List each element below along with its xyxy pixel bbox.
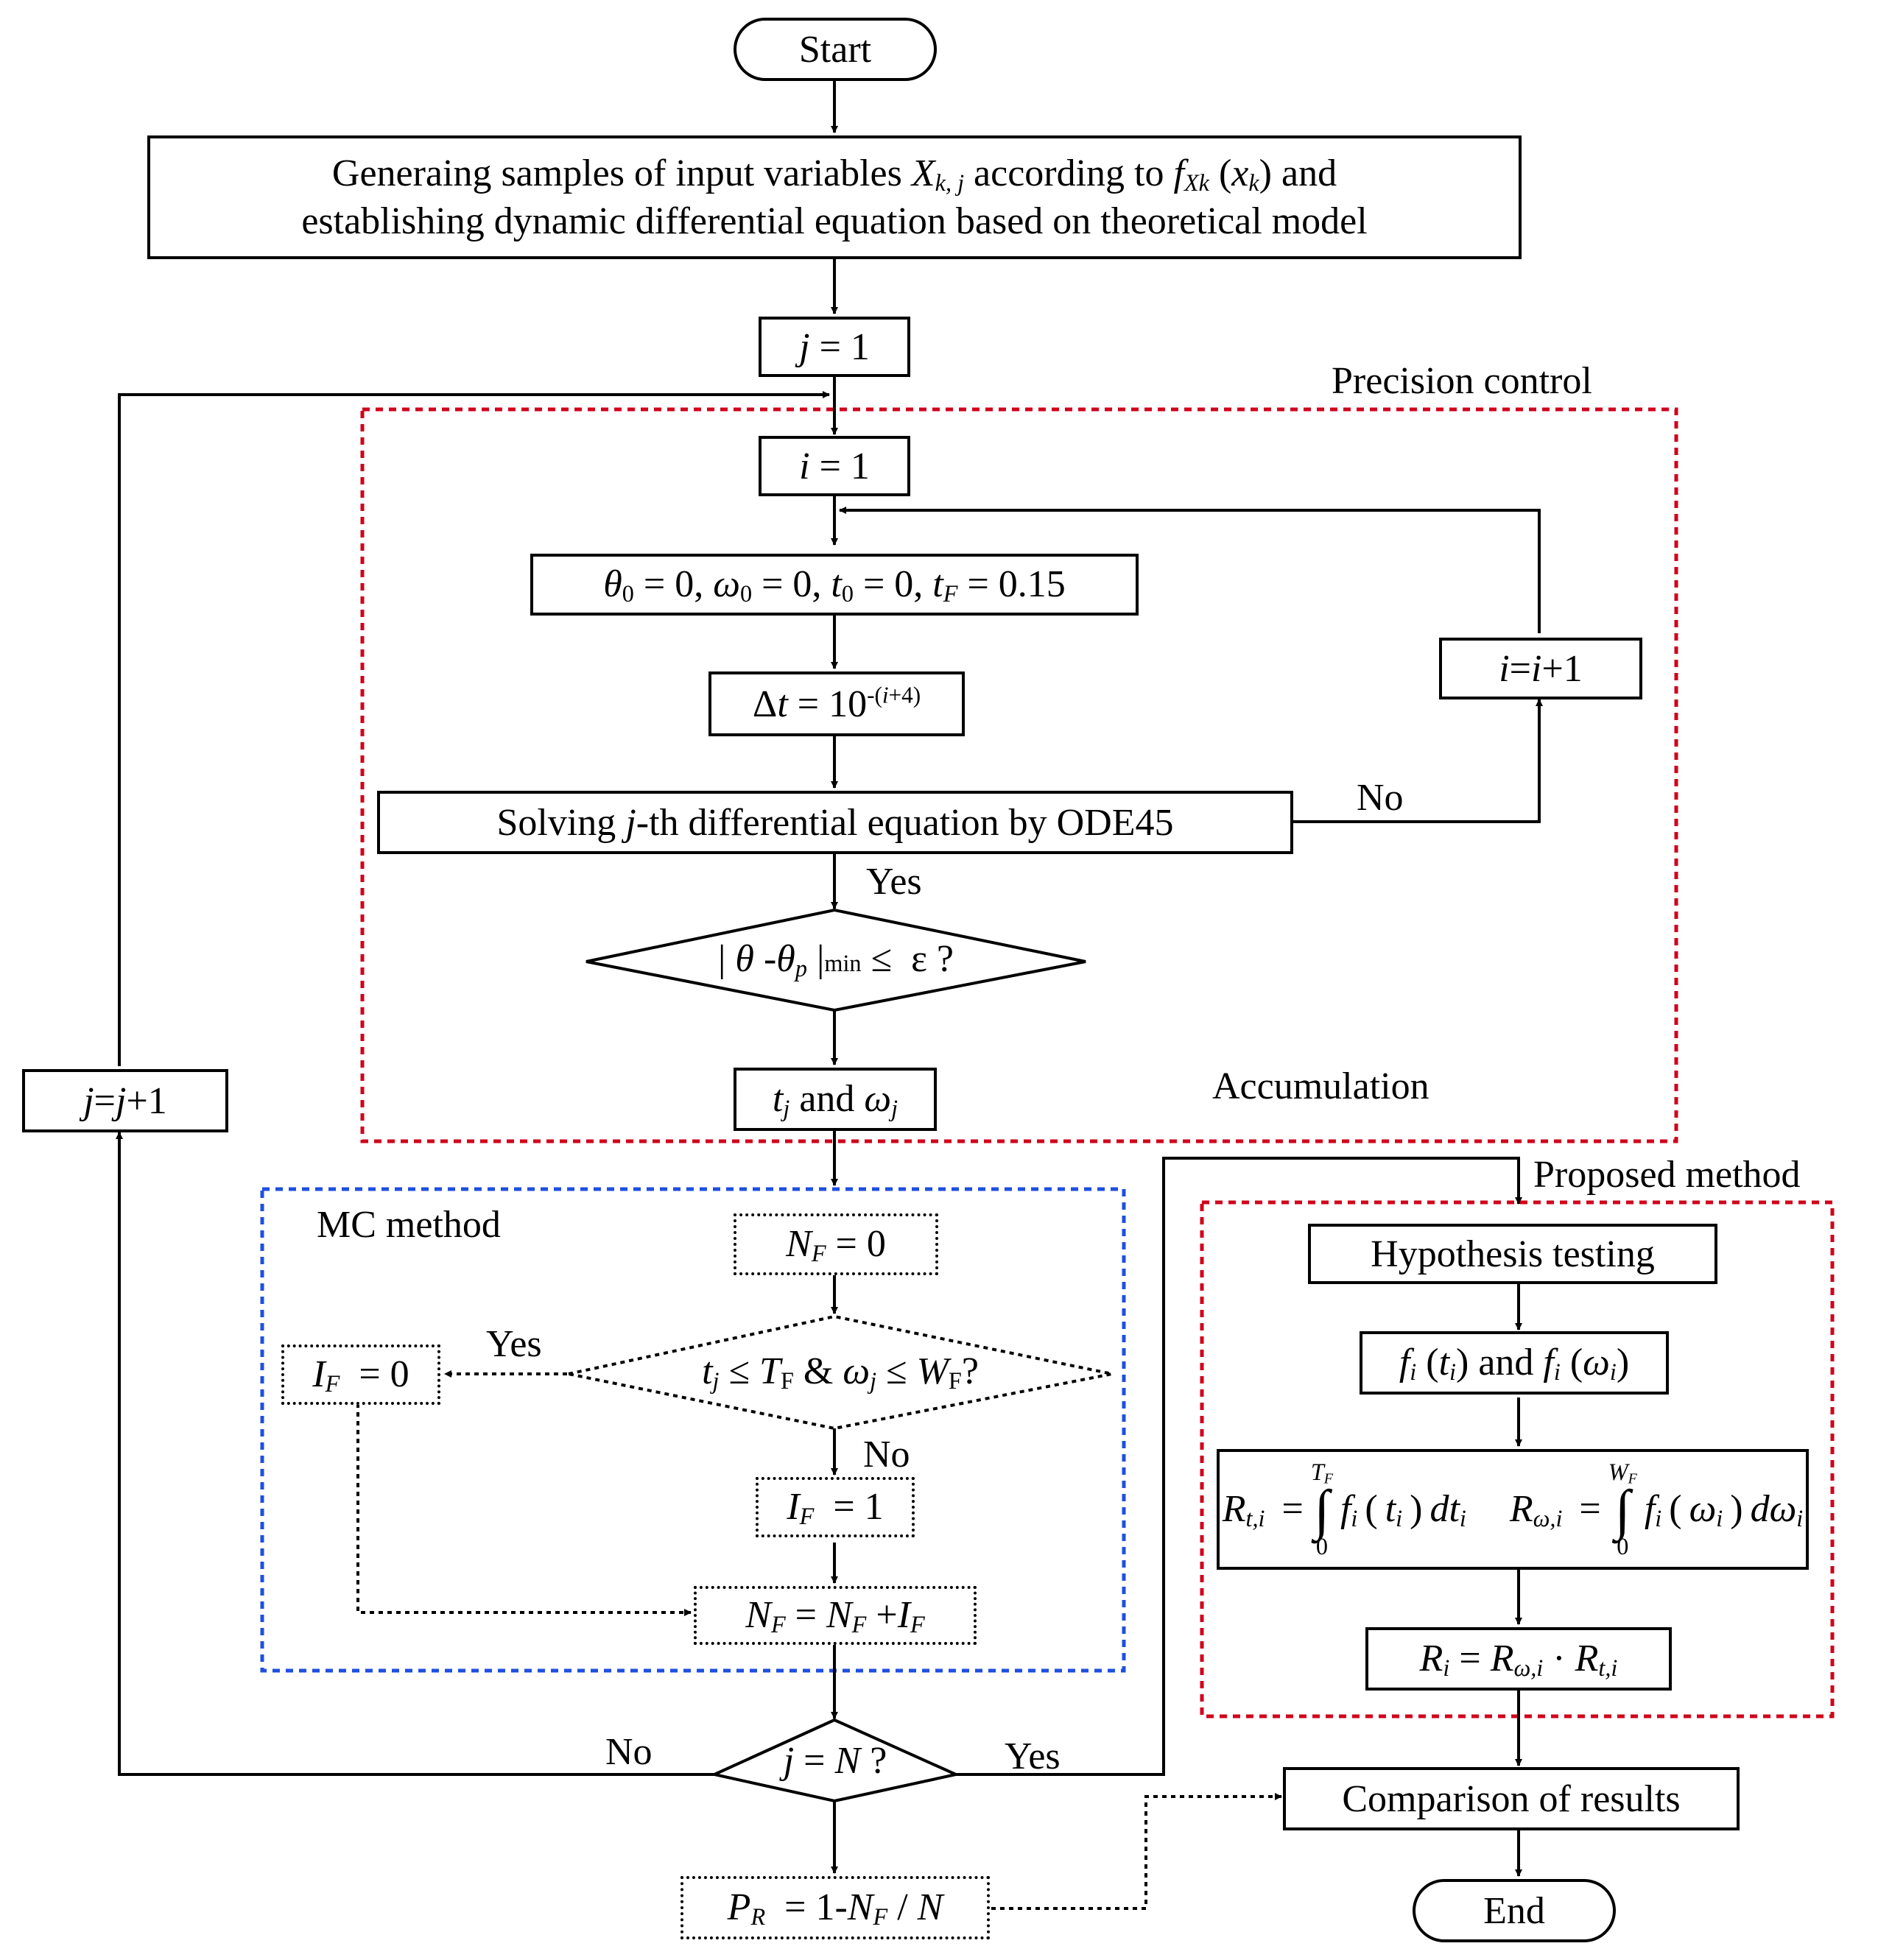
- reliability-mc-step: PR = 1-NF / N: [680, 1876, 990, 1939]
- comparison-label: Comparison of results: [1342, 1777, 1681, 1820]
- tj-omega-j-step: tj and ωj: [734, 1068, 937, 1131]
- time-step-step: Δt = 10-(i+4): [708, 671, 965, 736]
- generate-samples-step: Generaing samples of input variables Xk,…: [147, 135, 1522, 259]
- generate-text-a: Generaing samples of input variables: [331, 152, 912, 194]
- j-n-decision: j = N ?: [783, 1739, 887, 1782]
- initial-conditions-step: θ0 = 0, ω0 = 0, t0 = 0, tF = 0.15: [530, 554, 1139, 616]
- generate-text-c: and: [1272, 152, 1337, 194]
- if-one-step: IF = 1: [756, 1477, 915, 1537]
- precision-control-region: [360, 407, 1678, 1143]
- solve-no-label: No: [1357, 777, 1404, 819]
- i-init-step: i = 1: [759, 436, 910, 496]
- accumulation-label: Accumulation: [1212, 1065, 1429, 1107]
- nf-init-step: NF = 0: [734, 1213, 938, 1275]
- mc-decision-shape: [568, 1314, 1113, 1431]
- start-label: Start: [798, 28, 872, 71]
- precision-control-label: Precision control: [1332, 360, 1592, 402]
- solve-yes-label: Yes: [866, 861, 922, 903]
- mc-method-label: MC method: [317, 1204, 501, 1246]
- solve-text-b: -th differential equation by ODE45: [636, 801, 1174, 844]
- end-label: End: [1483, 1889, 1545, 1932]
- mc-no-label: No: [863, 1434, 910, 1476]
- solve-ode-step: Solving j-th differential equation by OD…: [377, 791, 1293, 854]
- proposed-method-label: Proposed method: [1533, 1154, 1801, 1196]
- mc-method-region: [260, 1187, 1126, 1673]
- jn-no-label: No: [605, 1731, 653, 1773]
- hypothesis-testing-step: Hypothesis testing: [1308, 1224, 1717, 1284]
- end-terminal: End: [1413, 1879, 1616, 1942]
- comparison-step: Comparison of results: [1283, 1767, 1740, 1830]
- distribution-functions-step: fi (ti) and fi (ωi): [1360, 1331, 1669, 1395]
- j-init-step: j = 1: [759, 317, 910, 377]
- nf-update-step: NF = NF +IF: [694, 1586, 977, 1645]
- jn-yes-label: Yes: [1005, 1735, 1061, 1777]
- convergence-decision-shape: [585, 908, 1086, 1012]
- reliability-product-step: Ri = Rω,i · Rt,i: [1365, 1627, 1672, 1691]
- generate-text-b: according to: [964, 152, 1174, 194]
- convergence-decision: | θ -θp |min ≤ ε ?: [717, 938, 954, 982]
- start-terminal: Start: [734, 18, 937, 81]
- generate-text-line2: establishing dynamic differential equati…: [301, 200, 1368, 243]
- j-n-decision-shape: [709, 1718, 961, 1803]
- reliability-integrals-step: Rt,i = TF∫0 fi(ti)dti Rω,i = WF∫0 fi(ωi)…: [1217, 1449, 1809, 1570]
- mc-decision: tj ≤ TF & ωj ≤ WF?: [702, 1350, 979, 1395]
- solve-text-a: Solving: [496, 801, 626, 844]
- mc-yes-label: Yes: [486, 1323, 542, 1365]
- if-zero-step: IF = 0: [281, 1344, 440, 1405]
- hypothesis-label: Hypothesis testing: [1371, 1233, 1655, 1275]
- j-increment-step: j=j+1: [22, 1069, 228, 1132]
- i-increment-step: i=i+1: [1439, 638, 1642, 699]
